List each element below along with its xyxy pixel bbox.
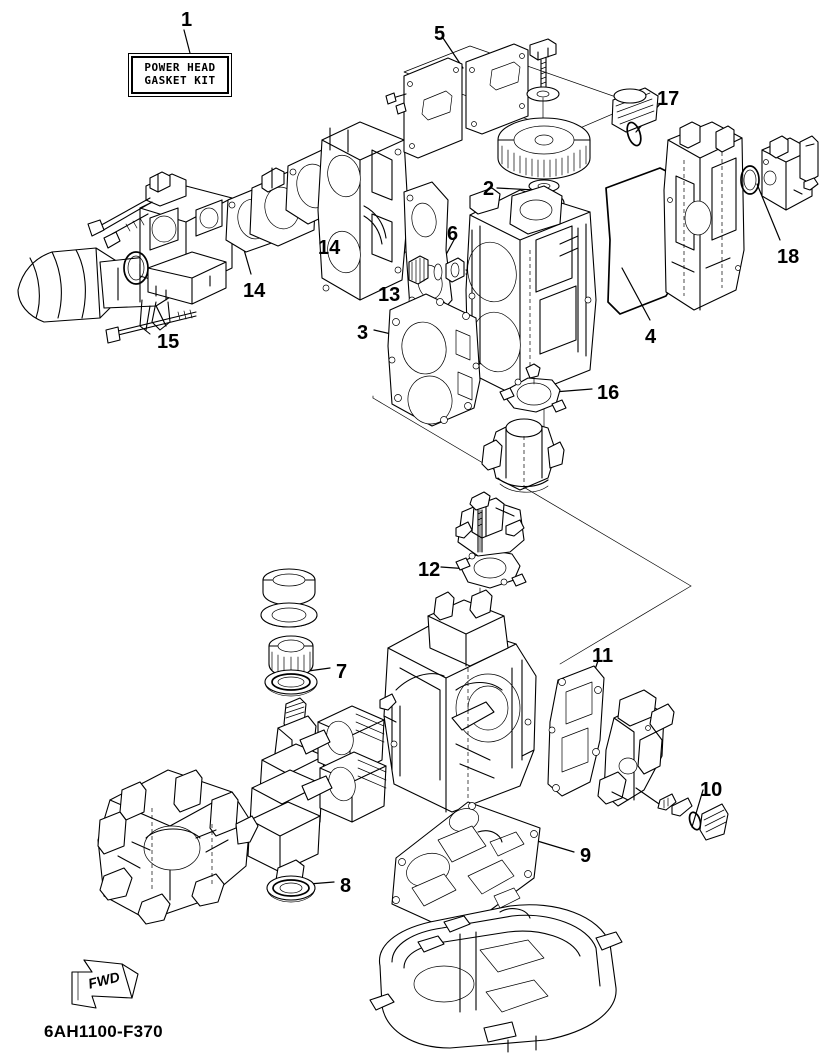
crankcase-frame (97, 769, 259, 925)
fwd-arrow-icon (71, 959, 139, 1009)
callout-16[interactable]: 16 (597, 382, 620, 404)
callout-12[interactable]: 12 (418, 559, 441, 581)
callout-2[interactable]: 2 (483, 178, 495, 200)
power-head-gasket-kit-box: POWER HEAD GASKET KIT (128, 53, 232, 97)
crankcase-body (379, 589, 537, 813)
intake-manifold-group (225, 121, 409, 301)
callout-14-upper[interactable]: 14 (318, 237, 341, 259)
callout-15[interactable]: 15 (157, 331, 180, 353)
kit-label-line2: GASKET KIT (144, 74, 216, 87)
callout-13[interactable]: 13 (378, 284, 401, 306)
callout-11[interactable]: 11 (592, 645, 614, 667)
cylinder-head-cover-plate-5 (385, 43, 637, 159)
callout-1[interactable]: 1 (181, 9, 193, 31)
camshaft-timing-pulley (497, 38, 591, 237)
callout-18[interactable]: 18 (777, 246, 800, 268)
drawing-number-caption: 6AH1100-F370 (44, 1022, 163, 1041)
oil-pump-gasket-12 (455, 549, 527, 589)
oil-pump-assembly-18 (740, 135, 819, 211)
callout-10[interactable]: 10 (700, 779, 723, 801)
kit-label-line1: POWER HEAD (144, 61, 216, 75)
exhaust-cover-gasket-11 (547, 665, 605, 797)
callout-8[interactable]: 8 (340, 875, 352, 897)
exhaust-cover-bracket (597, 689, 729, 841)
callout-5[interactable]: 5 (434, 23, 446, 45)
cylinder-block (465, 185, 597, 431)
oil-pump-lower-body (455, 491, 525, 625)
carburetor-assembly (87, 171, 233, 305)
cylinder-head-gasket-3 (387, 293, 481, 427)
callout-4[interactable]: 4 (645, 326, 657, 348)
callout-9[interactable]: 9 (580, 845, 592, 867)
callout-17[interactable]: 17 (657, 88, 680, 110)
callout-6[interactable]: 6 (447, 223, 459, 245)
thermostat-housing (481, 418, 565, 493)
thermostat-gasket-16 (499, 363, 567, 413)
crankshaft-bearing-stack (260, 568, 318, 697)
oil-pan (369, 904, 623, 1053)
callout-7[interactable]: 7 (336, 661, 348, 683)
oil-pan-gasket-9 (391, 801, 541, 935)
callout-3[interactable]: 3 (357, 322, 369, 344)
oil-filler-cap-17 (611, 87, 659, 147)
crankshaft (247, 697, 387, 903)
cylinder-head-cover (663, 121, 745, 311)
callout-14-lower[interactable]: 14 (243, 280, 266, 302)
